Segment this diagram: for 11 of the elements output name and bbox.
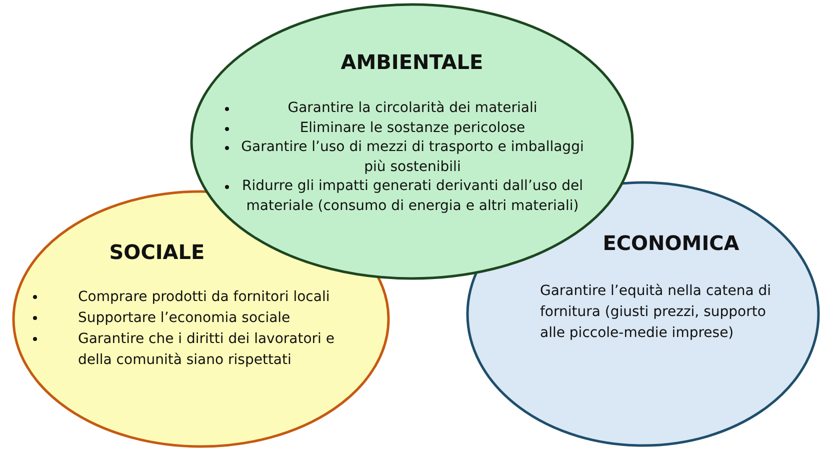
bullet-text: Garantire l’equità nella catena di fornitura (giusti prezzi, supporto alle piccole-medie imprese) [540,282,772,343]
bullet-text: Ridurre gli impatti generati derivanti dall’uso del materiale (consumo di energia e altri materiali) [241,177,584,216]
bullet-text: Garantire che i diritti dei lavoratori e della comunità siano rispettati [78,330,336,370]
bullet-text: Supportare l’economia sociale [78,309,292,328]
bullet-text: Comprare prodotti da fornitori locali [78,288,331,307]
heading: ECONOMICA [602,231,740,255]
heading: AMBIENTALE [340,50,484,74]
heading: SOCIALE [108,240,206,264]
bullet-text: Garantire l’uso di mezzi di trasporto e imballaggi più sostenibili [240,138,585,176]
bullet-text: Garantire la circolarità dei materiali [286,99,538,118]
bullet-text: Eliminare le sostanze pericolose [298,118,526,138]
